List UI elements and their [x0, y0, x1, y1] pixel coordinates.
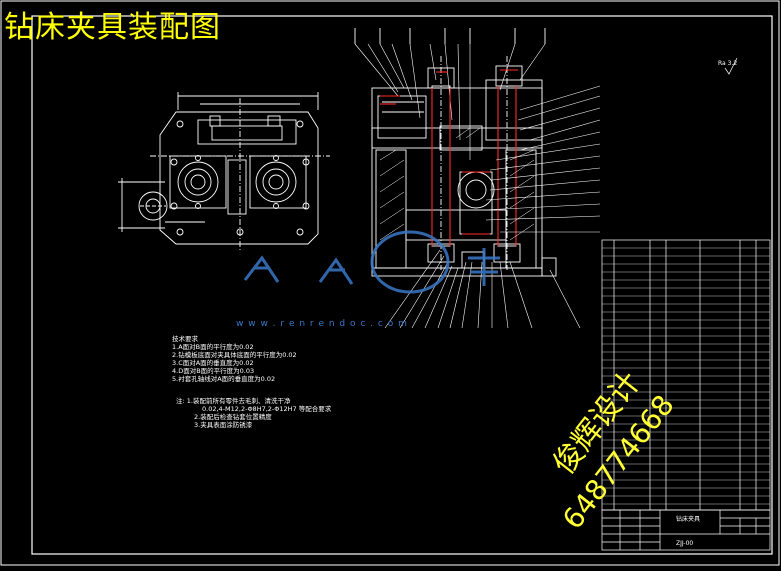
section-hatch — [379, 127, 535, 241]
right-leaders — [483, 85, 601, 233]
watermark-site: w w w . r e n r e n d o c . c o m — [236, 319, 408, 329]
title-block-drawing-no: ZJJ-00 — [676, 540, 694, 547]
tech-req-item: 4.D面对B面的平行度为0.03 — [172, 367, 255, 375]
tech-req-item: 3.C面对A面的垂直度为0.02 — [172, 359, 254, 367]
surface-mark-symbol — [724, 57, 738, 75]
tech-req-item: 1.A面对B面的平行度为0.02 — [172, 343, 254, 351]
assembly-note: 3.夹具表面涂防锈漆 — [194, 421, 253, 429]
drawing-title: 钻床夹具装配图 — [4, 10, 221, 45]
assembly-note: 2.装配后检查钻套位置精度 — [194, 413, 272, 421]
tech-requirements-heading: 技术要求 — [172, 335, 198, 343]
tech-req-item: 5.衬套孔轴线对A面的垂直度为0.02 — [172, 375, 276, 383]
parts-list-rows — [602, 247, 770, 505]
top-view — [118, 92, 330, 250]
tech-requirements: 技术要求 1.A面对B面的平行度为0.02 2.钻模板底面对夹具体底面的平行度为… — [172, 335, 297, 383]
tech-req-item: 2.钻模板底面对夹具体底面的平行度为0.02 — [172, 351, 297, 359]
inner-frame — [31, 15, 773, 555]
assembly-note: 注: 1.装配前所有零件去毛刺、清洗干净 — [176, 397, 291, 405]
parts-list — [601, 239, 771, 511]
front-section — [354, 28, 557, 277]
assembly-note: 0.02,4-M12,2-Φ8H7,2-Φ12H7 等配合要求 — [202, 405, 332, 413]
red-part-lines — [380, 69, 518, 246]
watermark-logo — [243, 230, 500, 294]
title-block-name: 钻床夹具 — [676, 516, 701, 523]
title-block — [601, 509, 771, 551]
surface-roughness-mark: Ra 3.2 — [718, 60, 738, 67]
assembly-notes: 注: 1.装配前所有零件去毛刺、清洗干净 0.02,4-M12,2-Φ8H7,2… — [176, 397, 331, 429]
